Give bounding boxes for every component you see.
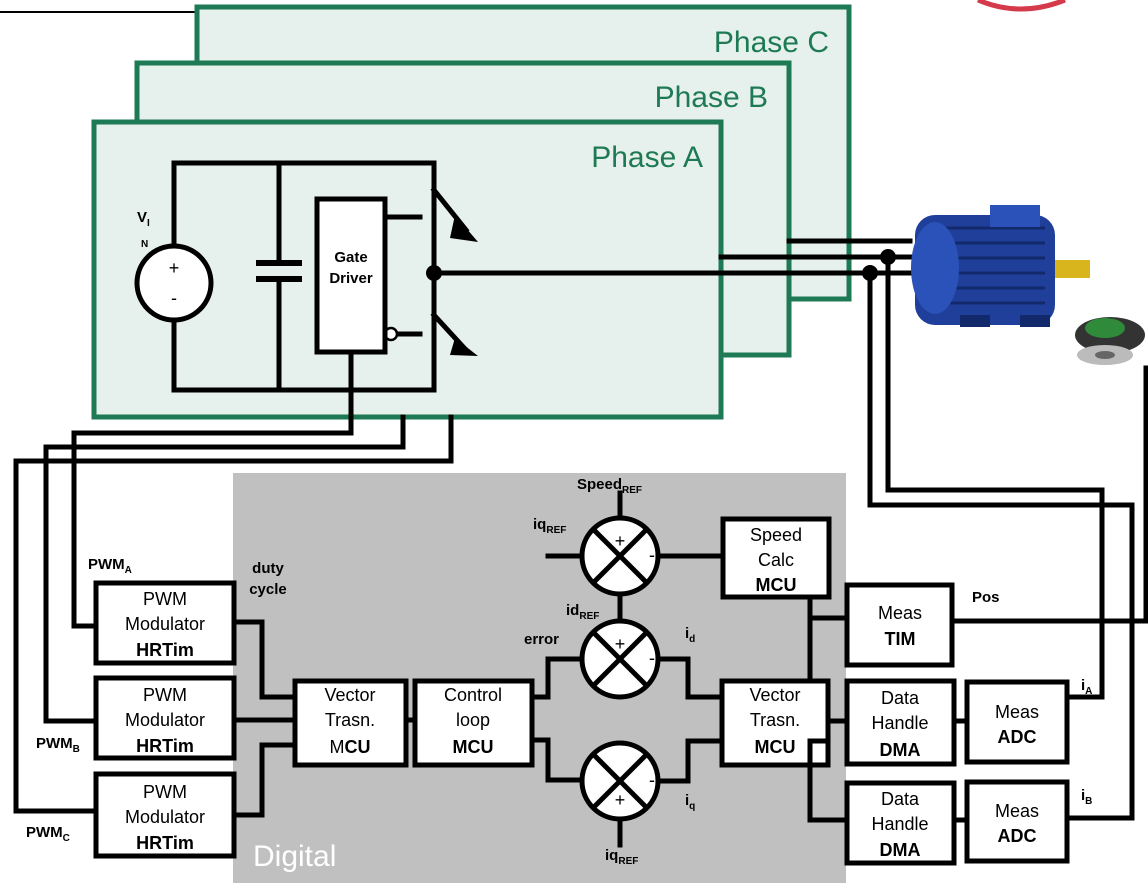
- svg-text:Data: Data: [881, 688, 920, 708]
- pwm-b-label: PWMB: [36, 735, 80, 755]
- svg-text:PWM: PWM: [143, 782, 187, 802]
- encoder-icon: [1075, 317, 1145, 365]
- source-minus: -: [171, 288, 177, 308]
- svg-text:Meas: Meas: [995, 801, 1039, 821]
- data-handle-lower: Data Handle DMA: [847, 783, 954, 863]
- svg-text:PWM: PWM: [143, 589, 187, 609]
- svg-text:MCU: MCU: [755, 737, 796, 757]
- svg-text:-: -: [649, 545, 655, 565]
- svg-text:Handle: Handle: [871, 814, 928, 834]
- pwm-a-label: PWMA: [88, 556, 132, 576]
- source-plus: +: [169, 258, 180, 278]
- duty-cycle-label-2: cycle: [249, 581, 287, 598]
- svg-text:+: +: [615, 790, 626, 810]
- sum-junction-d: + -: [582, 621, 658, 697]
- ib-label: iB: [1081, 787, 1092, 807]
- sum-junction-q: + -: [582, 743, 658, 819]
- error-label: error: [524, 631, 559, 648]
- svg-text:DMA: DMA: [880, 840, 921, 860]
- svg-text:Modulator: Modulator: [125, 614, 205, 634]
- svg-text:MCU: MCU: [453, 737, 494, 757]
- svg-text:Trasn.: Trasn.: [325, 710, 375, 730]
- svg-text:Calc: Calc: [758, 550, 794, 570]
- gate-driver-label-2: Driver: [329, 270, 373, 287]
- svg-text:-: -: [649, 648, 655, 668]
- svg-text:PWM: PWM: [143, 685, 187, 705]
- svg-text:ADC: ADC: [998, 727, 1037, 747]
- svg-text:Modulator: Modulator: [125, 807, 205, 827]
- svg-text:Meas: Meas: [878, 603, 922, 623]
- phase-c-title: Phase C: [714, 26, 829, 59]
- svg-text:Vector: Vector: [749, 685, 800, 705]
- svg-text:TIM: TIM: [885, 629, 916, 649]
- svg-text:Control: Control: [444, 685, 502, 705]
- vector-transform-left: Vector Trasn. MCU: [295, 681, 406, 765]
- svg-text:loop: loop: [456, 710, 490, 730]
- pos-label: Pos: [972, 589, 1000, 606]
- svg-text:MCU: MCU: [330, 737, 371, 757]
- source-label-n: N: [141, 239, 148, 250]
- phase-b-title: Phase B: [655, 81, 768, 114]
- phase-a-title: Phase A: [591, 141, 703, 174]
- svg-text:HRTim: HRTim: [136, 736, 194, 756]
- meas-adc-upper: Meas ADC: [967, 682, 1067, 762]
- pwm-modulator-a: PWM Modulator HRTim: [96, 583, 234, 663]
- meas-tim-block: Meas TIM: [847, 585, 952, 665]
- svg-text:Speed: Speed: [750, 525, 802, 545]
- pwm-modulator-c: PWM Modulator HRTim: [96, 774, 234, 856]
- svg-text:Trasn.: Trasn.: [750, 710, 800, 730]
- pwm-c-label: PWMC: [26, 824, 70, 844]
- svg-text:-: -: [649, 770, 655, 790]
- svg-text:HRTim: HRTim: [136, 640, 194, 660]
- svg-text:Modulator: Modulator: [125, 710, 205, 730]
- ia-label: iA: [1081, 677, 1092, 697]
- svg-text:+: +: [615, 634, 626, 654]
- svg-text:MCU: MCU: [756, 575, 797, 595]
- meas-adc-lower: Meas ADC: [967, 782, 1067, 861]
- svg-text:DMA: DMA: [880, 740, 921, 760]
- svg-text:Handle: Handle: [871, 713, 928, 733]
- svg-text:HRTim: HRTim: [136, 833, 194, 853]
- svg-text:Vector: Vector: [324, 685, 375, 705]
- pwm-modulator-b: PWM Modulator HRTim: [96, 678, 234, 758]
- svg-text:ADC: ADC: [998, 826, 1037, 846]
- motor-icon: [911, 205, 1090, 327]
- gate-driver-label-1: Gate: [334, 249, 367, 266]
- sum-junction-speed: + -: [582, 518, 658, 594]
- speed-calc-block: Speed Calc MCU: [723, 519, 829, 597]
- digital-label: Digital: [253, 840, 336, 873]
- data-handle-upper: Data Handle DMA: [847, 681, 954, 764]
- svg-text:Data: Data: [881, 789, 920, 809]
- svg-text:+: +: [615, 531, 626, 551]
- red-arc-decoration: [978, 0, 1065, 9]
- pos-feedback-wire: [952, 368, 1146, 621]
- svg-text:Meas: Meas: [995, 702, 1039, 722]
- duty-cycle-label-1: duty: [252, 560, 284, 577]
- control-loop-block: Control loop MCU: [415, 681, 532, 765]
